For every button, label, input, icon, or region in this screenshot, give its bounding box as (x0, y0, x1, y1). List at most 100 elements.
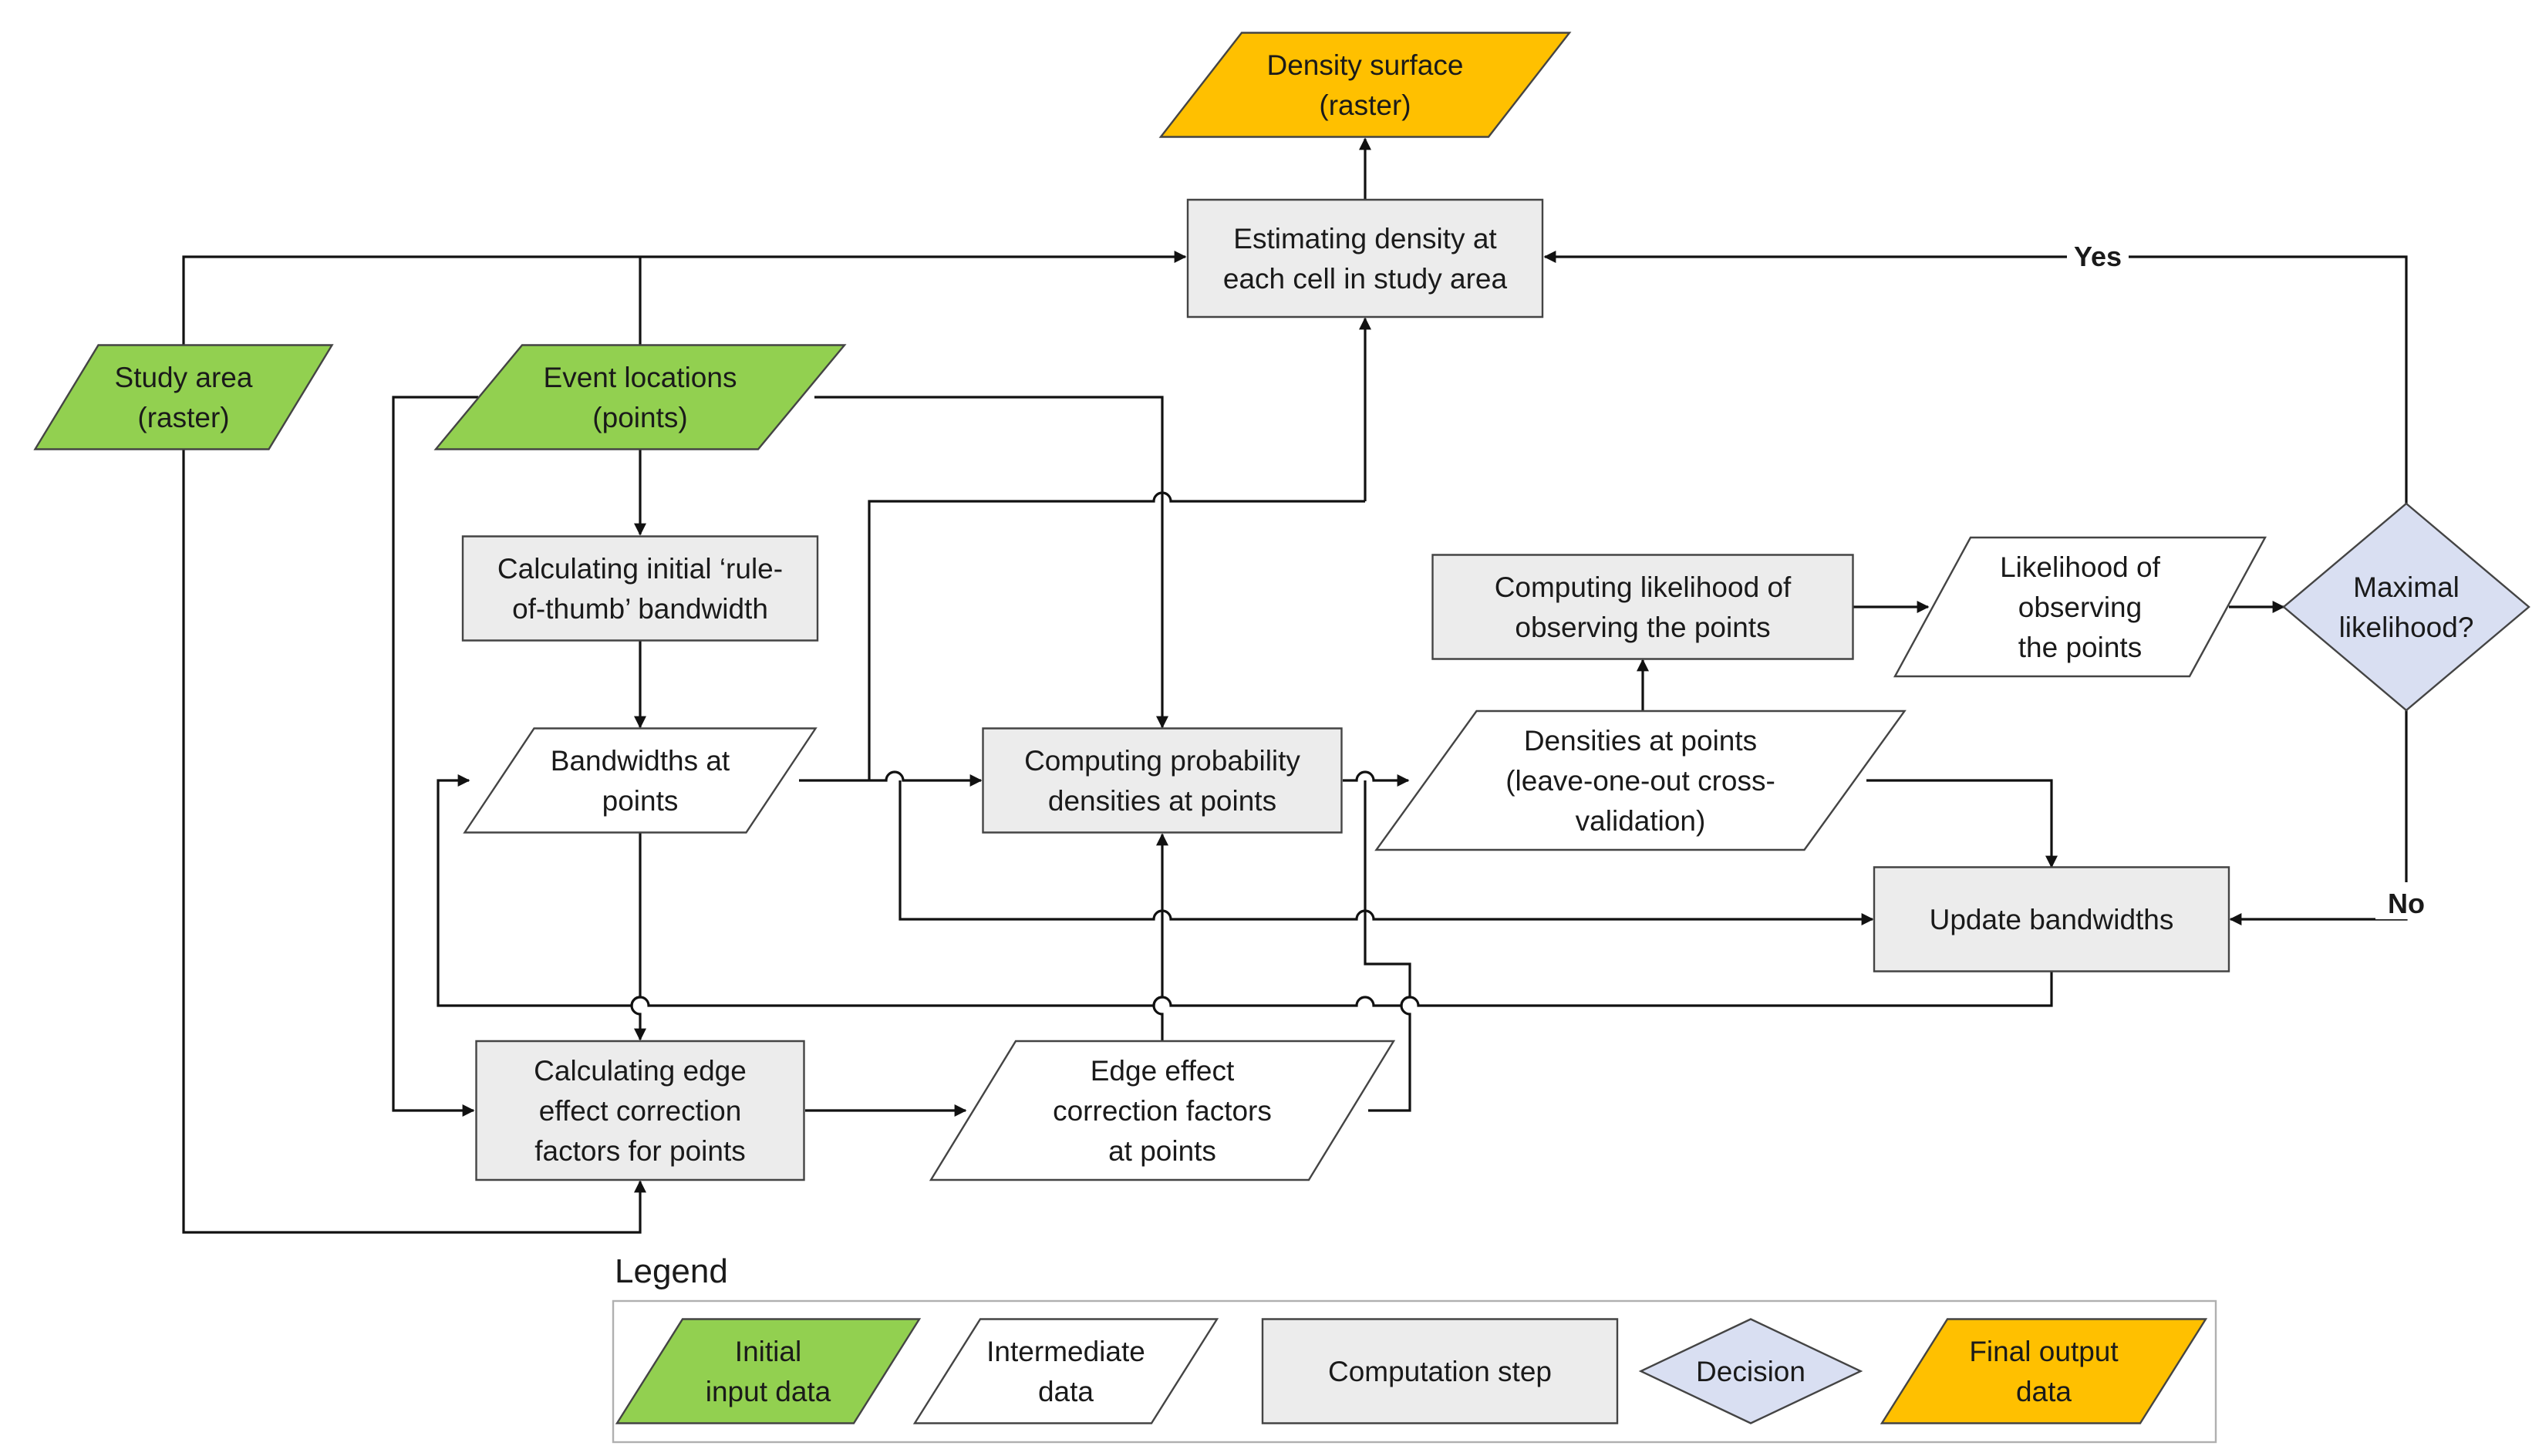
node-initial-bandwidth-label-line: Calculating initial ‘rule- (497, 553, 783, 585)
node-edge-correction-step-label-line: factors for points (534, 1135, 746, 1167)
node-likelihood-data-label-line: Likelihood of (2000, 551, 2160, 583)
node-event-locations-shape (433, 344, 847, 450)
node-update-bandwidths-shape (1873, 866, 2230, 972)
edge-study-area-to-estimate (182, 251, 1187, 345)
legend-item-computation: Computation step (1261, 1318, 1619, 1424)
edge-update-to-bandwidths (437, 774, 2053, 1007)
edge-bandwidths-to-probability (799, 770, 983, 787)
legend-item-intermediate: Intermediate data (912, 1318, 1219, 1424)
node-density-surface-label-line: (raster) (1319, 89, 1411, 121)
node-likelihood-data-label: Likelihood of observing the points (2000, 551, 2160, 663)
node-edge-correction-data-shape (929, 1040, 1396, 1181)
legend-item-intermediate-shape (912, 1318, 1219, 1424)
node-initial-bandwidth: Calculating initial ‘rule-of-thumb’ band… (461, 535, 819, 642)
node-edge-correction-data-label-line: correction factors (1053, 1095, 1272, 1127)
edge-bandwidths-to-edge-step (630, 833, 646, 1041)
node-maximal-likelihood-label-line: likelihood? (2339, 612, 2474, 643)
legend-item-decision: Decision (1638, 1318, 1863, 1424)
legend-item-computation-shape (1261, 1318, 1619, 1424)
node-edge-correction-data-label-line: Edge effect (1091, 1055, 1235, 1087)
node-update-bandwidths-label: Update bandwidths (1930, 904, 2174, 935)
node-density-surface-shape (1158, 32, 1572, 138)
node-computing-probability-label-line: densities at points (1048, 785, 1276, 817)
edge-bandwidths-to-update (899, 780, 1874, 925)
node-estimating-density-label-line: Estimating density at (1233, 223, 1497, 254)
node-densities-at-points-shape (1374, 709, 1907, 851)
node-edge-correction-data-label: Edge effect correction factors at points (1053, 1055, 1272, 1167)
legend-item-input-label-line: input data (706, 1376, 831, 1407)
node-update-bandwidths: Update bandwidths (1873, 866, 2230, 972)
node-study-area: Study area (raster) (33, 344, 334, 450)
node-study-area-label-line: Study area (115, 362, 253, 393)
node-study-area-shape (33, 344, 334, 450)
node-maximal-likelihood-shape (2282, 502, 2530, 712)
legend-item-intermediate-label: Intermediate data (986, 1336, 1145, 1407)
node-study-area-label: Study area (raster) (115, 362, 253, 433)
node-estimating-density-shape (1186, 198, 1544, 318)
node-initial-bandwidth-label: Calculating initial ‘rule-of-thumb’ band… (497, 553, 783, 625)
node-computing-likelihood-label-line: Computing likelihood of (1495, 571, 1792, 603)
node-likelihood-data: Likelihood of observing the points (1893, 536, 2267, 678)
edge-probability-to-densities (1343, 770, 1410, 787)
node-edge-correction-data: Edge effect correction factors at points (929, 1040, 1396, 1181)
node-study-area-label-line: (raster) (137, 402, 229, 433)
node-likelihood-data-label-line: observing (2018, 592, 2142, 623)
legend-item-output-label-line: data (2016, 1376, 2072, 1407)
legend-item-decision-shape (1638, 1318, 1863, 1424)
node-densities-at-points: Densities at points(leave-one-out cross-… (1374, 709, 1907, 851)
legend-item-intermediate-label-line: data (1038, 1376, 1094, 1407)
edge-event-to-probability (814, 396, 1168, 729)
legend-item-computation-label: Computation step (1328, 1356, 1552, 1387)
node-edge-correction-data-label-line: at points (1108, 1135, 1216, 1167)
node-computing-likelihood-label-line: observing the points (1515, 612, 1770, 643)
node-likelihood-data-label-line: the points (2018, 632, 2142, 663)
node-event-locations: Event locations (points) (433, 344, 847, 450)
edge-edge-data-to-probability (1152, 833, 1168, 1041)
node-event-locations-label-line: (points) (592, 402, 687, 433)
node-event-locations-label-line: Event locations (544, 362, 737, 393)
node-bandwidths-at-points-shape (463, 727, 818, 834)
edge-label-yes: Yes (2074, 241, 2122, 272)
node-likelihood-data-shape (1893, 536, 2267, 678)
node-edge-correction-step-label-line: effect correction (539, 1095, 742, 1127)
edge-densities-to-update (1866, 779, 2058, 868)
edge-label-no-bg (2375, 882, 2437, 919)
node-edge-correction-step-label: Calculating edge effect correction factors… (534, 1055, 747, 1167)
node-computing-likelihood: Computing likelihood of observing the poi… (1431, 554, 1854, 660)
node-edge-correction-step-label-line: Calculating edge (534, 1055, 747, 1087)
node-initial-bandwidth-shape (461, 535, 819, 642)
legend-item-decision-label: Decision (1696, 1356, 1805, 1387)
legend-item-computation-label-line: Computation step (1328, 1356, 1552, 1387)
legend-title: Legend (615, 1252, 728, 1290)
legend-item-decision-label-line: Decision (1696, 1356, 1805, 1387)
legend-item-intermediate-label-line: Intermediate (986, 1336, 1145, 1367)
legend-item-input-shape (615, 1318, 922, 1424)
node-densities-at-points-label-line: validation) (1576, 805, 1706, 837)
node-computing-likelihood-shape (1431, 554, 1854, 660)
node-maximal-likelihood-label: Maximal likelihood? (2339, 571, 2474, 643)
edge-decision-yes (1543, 251, 2408, 504)
node-computing-probability-shape (982, 727, 1343, 834)
node-densities-at-points-label-line: Densities at points (1524, 725, 1757, 757)
node-update-bandwidths-label-line: Update bandwidths (1930, 904, 2174, 935)
node-computing-likelihood-label: Computing likelihood of observing the poi… (1495, 571, 1792, 643)
connector-layer (182, 137, 2408, 1234)
edge-label-yes-bg (2067, 235, 2129, 272)
node-edge-correction-step-shape (475, 1040, 805, 1181)
node-edge-correction-step: Calculating edge effect correction factors… (475, 1040, 805, 1181)
node-maximal-likelihood-label-line: Maximal (2353, 571, 2460, 603)
node-bandwidths-at-points-label-line: Bandwidths at (551, 745, 730, 777)
edge-event-to-edge-step (392, 396, 478, 1117)
